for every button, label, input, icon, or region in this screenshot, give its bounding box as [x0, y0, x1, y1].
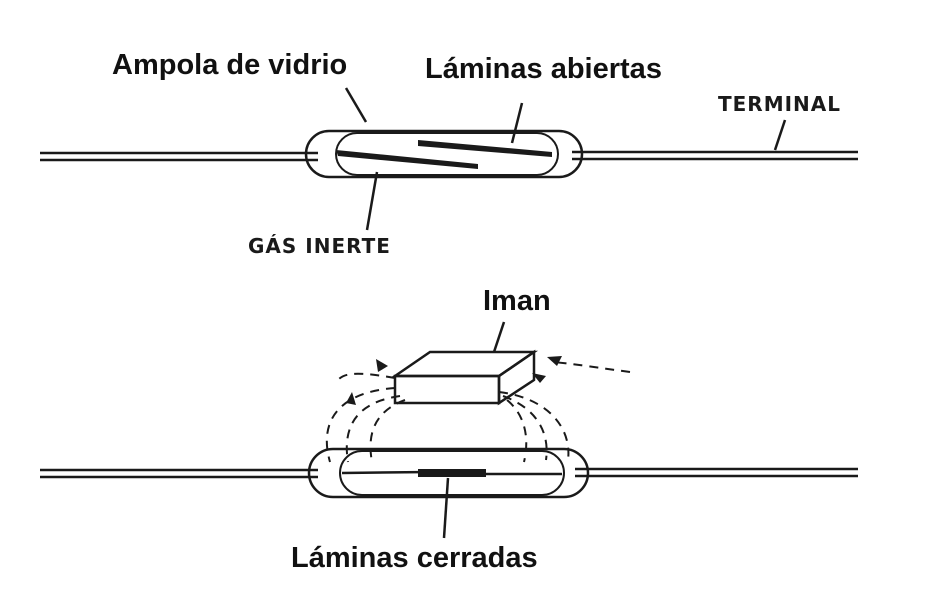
left-lead-wire-top — [40, 151, 318, 162]
laminas-abiertas-pointer — [510, 102, 524, 144]
right-terminal-wire-top — [572, 150, 858, 161]
closed-reed-switch — [40, 447, 858, 539]
magnet — [390, 321, 539, 406]
closed-blades — [341, 469, 562, 477]
right-terminal-wire-bottom — [575, 467, 858, 478]
gas-inerte-label: GÁS INERTE — [248, 234, 391, 258]
iman-label: Iman — [483, 285, 551, 317]
terminal-pointer — [773, 119, 787, 151]
ampola-de-vidrio-label: Ampola de vidrio — [112, 49, 347, 81]
iman-pointer — [492, 321, 506, 353]
open-blades — [336, 140, 552, 169]
field-arrowheads — [346, 356, 562, 405]
laminas-abiertas-label: Láminas abiertas — [425, 53, 662, 85]
left-lead-wire-bottom — [40, 468, 318, 479]
glass-bulb-top — [304, 129, 584, 179]
laminas-cerradas-pointer — [442, 477, 450, 539]
open-reed-switch — [40, 87, 858, 231]
ampola-pointer — [344, 87, 368, 123]
glass-bulb-bottom — [307, 447, 590, 499]
gas-inerte-pointer — [365, 171, 379, 231]
terminal-label: TERMINAL — [718, 92, 841, 116]
laminas-cerradas-label: Láminas cerradas — [291, 542, 538, 574]
